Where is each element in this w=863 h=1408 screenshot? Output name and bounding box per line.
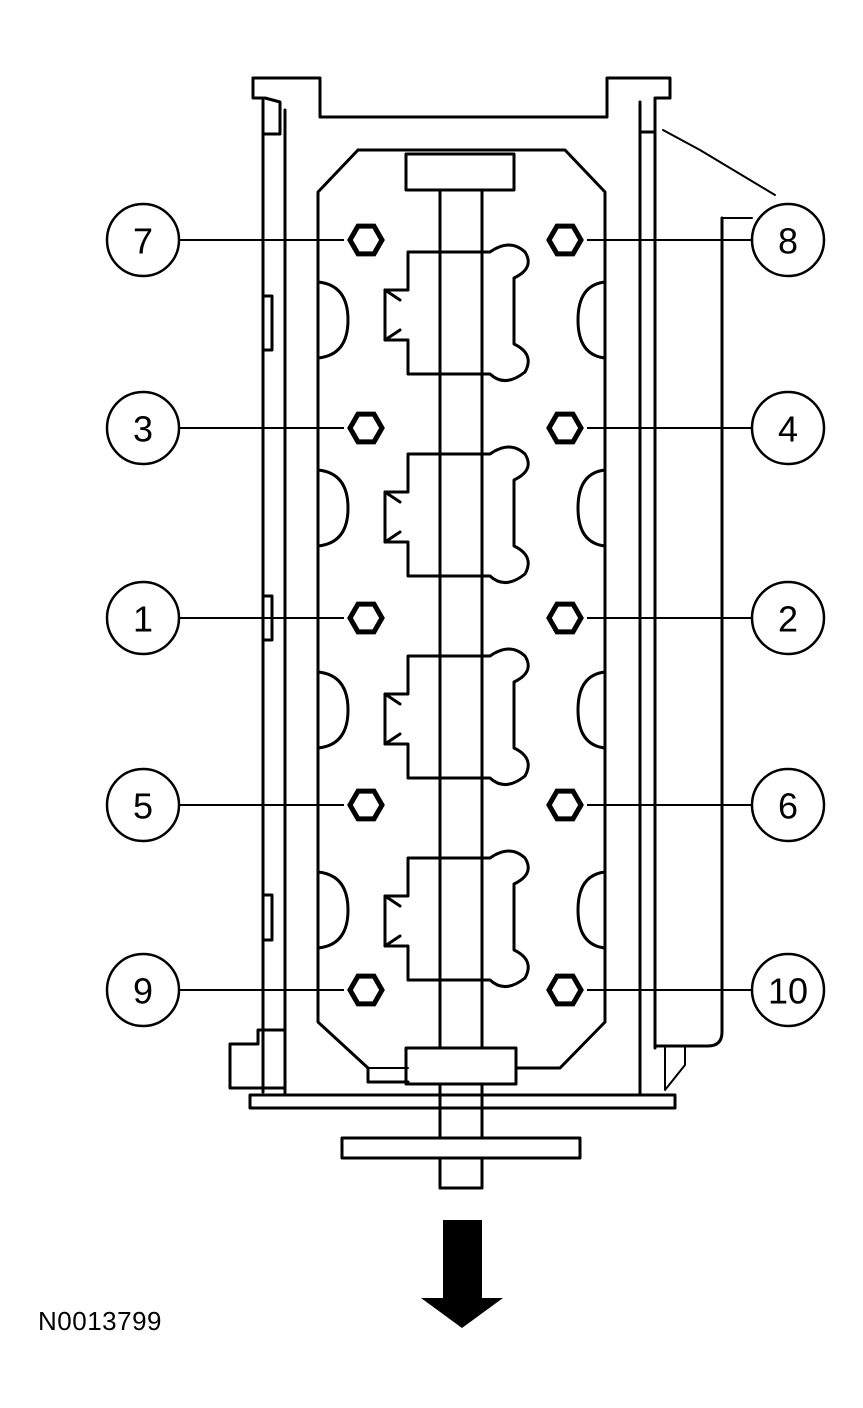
bolt-head-icon bbox=[546, 601, 584, 635]
bolt-10: 10 bbox=[546, 952, 826, 1028]
bolt-8: 8 bbox=[546, 202, 826, 278]
bolt-3: 3 bbox=[105, 390, 385, 466]
callout-number: 2 bbox=[778, 599, 798, 640]
callout-number: 3 bbox=[133, 409, 153, 450]
bolt-7: 7 bbox=[105, 202, 385, 278]
bearing-caps bbox=[383, 243, 530, 988]
bolt-head-icon bbox=[347, 788, 385, 822]
callout-circle bbox=[105, 767, 181, 843]
head-bolts: 7 8 3 4 1 2 5 6 9 10 bbox=[105, 202, 826, 1028]
callout-circle bbox=[105, 580, 181, 656]
callout-number: 8 bbox=[778, 221, 798, 262]
down-arrow-icon bbox=[421, 1220, 503, 1328]
figure-id: N0013799 bbox=[38, 1306, 162, 1336]
cam-carrier bbox=[316, 148, 607, 1084]
bolt-head-icon bbox=[546, 973, 584, 1007]
callout-number: 1 bbox=[133, 599, 153, 640]
bolt-6: 6 bbox=[546, 767, 826, 843]
bolt-head-icon bbox=[347, 223, 385, 257]
callout-circle bbox=[750, 767, 826, 843]
callout-circle bbox=[750, 390, 826, 466]
bolt-head-icon bbox=[347, 973, 385, 1007]
bolt-head-icon bbox=[546, 223, 584, 257]
callout-number: 9 bbox=[133, 971, 153, 1012]
callout-number: 4 bbox=[778, 409, 798, 450]
callout-number: 6 bbox=[778, 786, 798, 827]
callout-circle bbox=[105, 202, 181, 278]
bolt-head-icon bbox=[546, 788, 584, 822]
bolt-head-icon bbox=[347, 411, 385, 445]
bolt-9: 9 bbox=[105, 952, 385, 1028]
cylinder-head-outline bbox=[228, 76, 776, 1110]
callout-number: 5 bbox=[133, 786, 153, 827]
camshaft bbox=[340, 152, 582, 1190]
bolt-head-icon bbox=[347, 601, 385, 635]
bolt-2: 2 bbox=[546, 580, 826, 656]
bolt-4: 4 bbox=[546, 390, 826, 466]
callout-circle bbox=[750, 202, 826, 278]
callout-circle bbox=[105, 390, 181, 466]
callout-circle bbox=[105, 952, 181, 1028]
callout-circle bbox=[750, 952, 826, 1028]
callout-number: 10 bbox=[768, 971, 808, 1012]
bolt-1: 1 bbox=[105, 580, 385, 656]
bolt-5: 5 bbox=[105, 767, 385, 843]
callout-circle bbox=[750, 580, 826, 656]
callout-number: 7 bbox=[133, 221, 153, 262]
bolt-head-icon bbox=[546, 411, 584, 445]
